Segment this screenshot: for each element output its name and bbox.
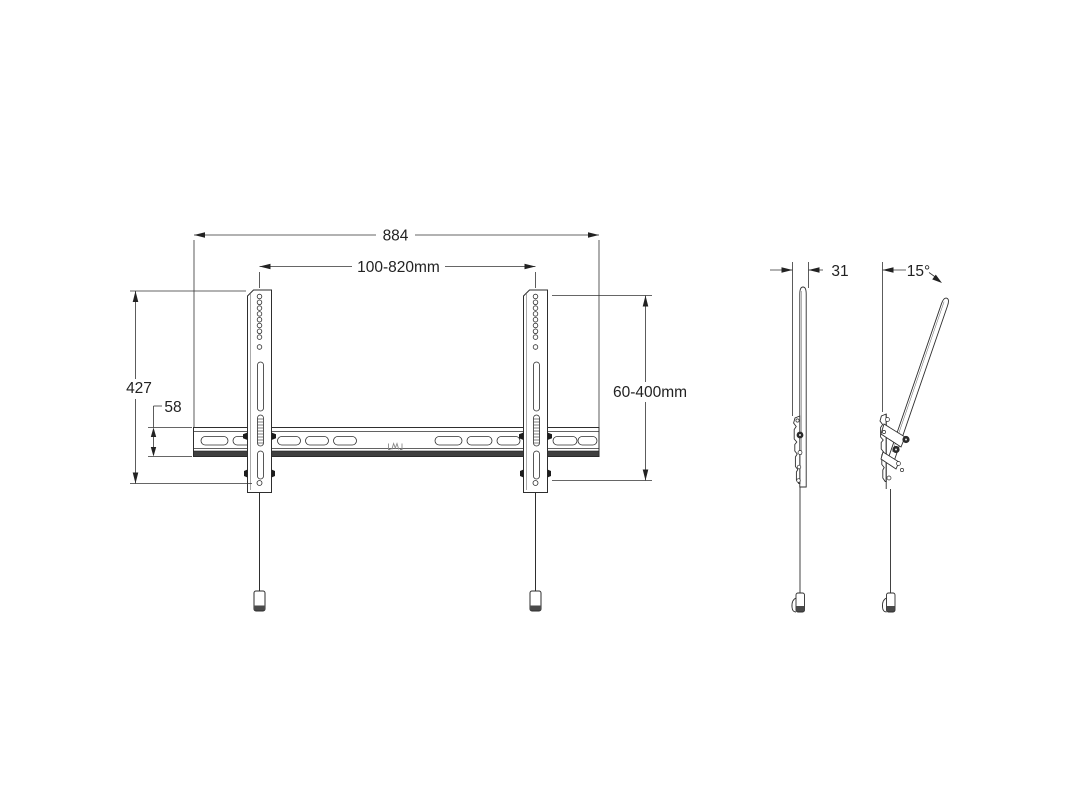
brand-m-mark-icon [388, 442, 403, 450]
tilted-bracket-profile [887, 297, 949, 461]
bracket-ratchet [257, 414, 264, 447]
front-view [193, 289, 600, 612]
dim-mount-width-label: 100-820mm [357, 259, 440, 276]
bracket-clamp-tabs [243, 432, 276, 478]
bracket-holes [256, 293, 263, 350]
dimension-height: 427 [126, 290, 252, 484]
tilted-wall-plate [879, 413, 887, 482]
dimension-depth: 31 [770, 262, 849, 416]
vesa-bracket-right [519, 289, 552, 493]
dimension-overall-width: 884 [193, 228, 600, 427]
dim-overall-width-label: 884 [383, 228, 409, 245]
bracket-holes [532, 293, 539, 350]
dim-rail-height-label: 58 [164, 399, 181, 416]
vesa-bracket-left [243, 289, 276, 493]
side-bracket-profile [799, 286, 807, 488]
release-cord-left [253, 492, 266, 612]
dimension-rail-height: 58 [148, 399, 192, 457]
tilt-hinge-link-upper [880, 423, 906, 448]
dim-depth-label: 31 [831, 263, 848, 280]
dim-mount-height-label: 60-400mm [613, 384, 687, 401]
release-cord-right [529, 492, 542, 612]
dimension-mount-width: 100-820mm [259, 259, 536, 288]
dimension-mount-height: 60-400mm [552, 295, 687, 481]
side-latch-profile [793, 415, 801, 484]
dim-tilt-angle-label: 15° [907, 263, 930, 280]
rail-bottom-edge [193, 450, 600, 457]
dim-height-label: 427 [126, 380, 152, 397]
side-view-flat [791, 286, 807, 613]
dimension-tilt-angle: 15° [882, 262, 942, 412]
release-cord-side-flat [791, 487, 805, 613]
tilt-hinge-link-lower [880, 451, 900, 470]
side-view-tilted [879, 297, 949, 613]
release-cord-side-tilted [882, 489, 896, 613]
